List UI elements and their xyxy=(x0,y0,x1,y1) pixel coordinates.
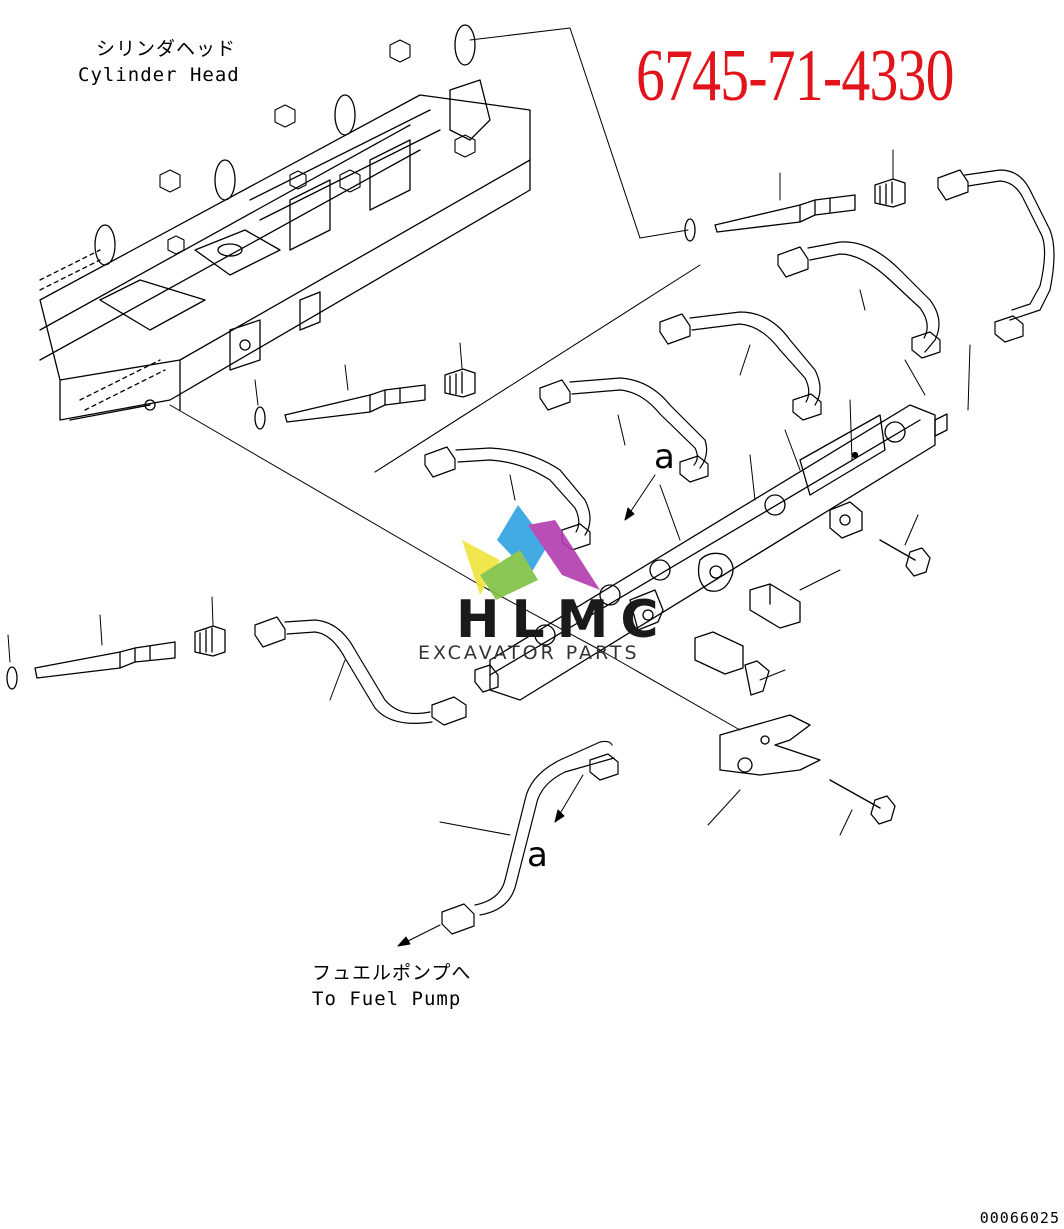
drawing-code: 00066025 xyxy=(979,1209,1060,1227)
bracket-bolts xyxy=(707,514,931,836)
ref-letter-a-lower: a xyxy=(527,835,548,875)
watermark-brand: HLMC xyxy=(456,590,671,650)
ref-letter-a-upper: a xyxy=(654,437,675,477)
logo-yellow-shard xyxy=(462,540,500,595)
injector-connector-middle xyxy=(254,342,476,430)
reference-arrows xyxy=(397,474,656,947)
injector-connector-upper xyxy=(684,149,906,242)
logo-purple-shard xyxy=(528,520,600,590)
logo-green-shard xyxy=(480,550,538,600)
leader-lines-head xyxy=(169,27,741,731)
fuel-tubes xyxy=(254,169,1055,935)
watermark-logo xyxy=(462,505,600,600)
fuel-pump-label-jp: フュエルポンプへ xyxy=(312,962,472,984)
leader-lines xyxy=(329,264,971,836)
cylinder-head xyxy=(39,24,531,421)
cylinder-head-label-en: Cylinder Head xyxy=(78,64,240,86)
part-number: 6745-71-4330 xyxy=(636,35,954,117)
common-rail xyxy=(474,404,948,701)
pressure-sensor xyxy=(694,552,841,696)
watermark-tagline: EXCAVATOR PARTS xyxy=(418,642,640,664)
cylinder-head-label-jp: シリンダヘッド xyxy=(96,38,237,60)
logo-blue-shard xyxy=(497,505,548,575)
injector-connector-lower xyxy=(6,596,226,690)
fuel-pump-label-en: To Fuel Pump xyxy=(312,988,462,1010)
